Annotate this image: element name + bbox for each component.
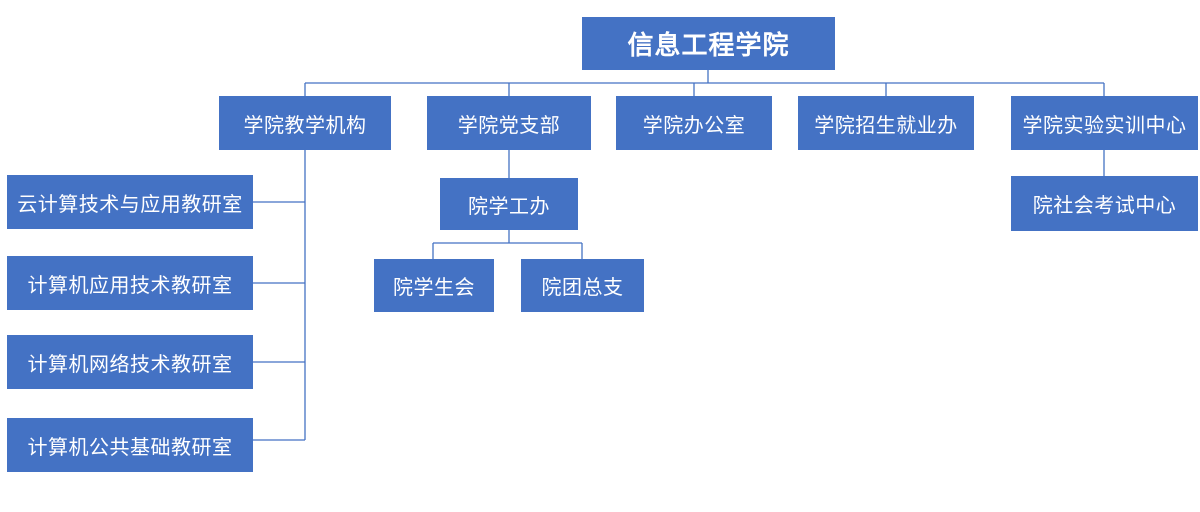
node-college-office: 学院办公室 xyxy=(616,96,772,150)
root-node-info-engineering-college: 信息工程学院 xyxy=(582,17,835,70)
node-computer-basics-office: 计算机公共基础教研室 xyxy=(7,418,253,472)
node-cloud-computing-office: 云计算技术与应用教研室 xyxy=(7,175,253,229)
node-student-work-office: 院学工办 xyxy=(440,178,578,230)
node-youth-league-branch: 院团总支 xyxy=(521,259,644,312)
node-lab-training-center: 学院实验实训中心 xyxy=(1011,96,1198,150)
node-social-exam-center: 院社会考试中心 xyxy=(1011,176,1198,231)
node-teaching-institutions: 学院教学机构 xyxy=(219,96,391,150)
node-student-union: 院学生会 xyxy=(374,259,494,312)
node-admissions-employment-office: 学院招生就业办 xyxy=(798,96,974,150)
node-computer-application-office: 计算机应用技术教研室 xyxy=(7,256,253,310)
node-party-branch: 学院党支部 xyxy=(427,96,591,150)
node-computer-network-office: 计算机网络技术教研室 xyxy=(7,335,253,389)
